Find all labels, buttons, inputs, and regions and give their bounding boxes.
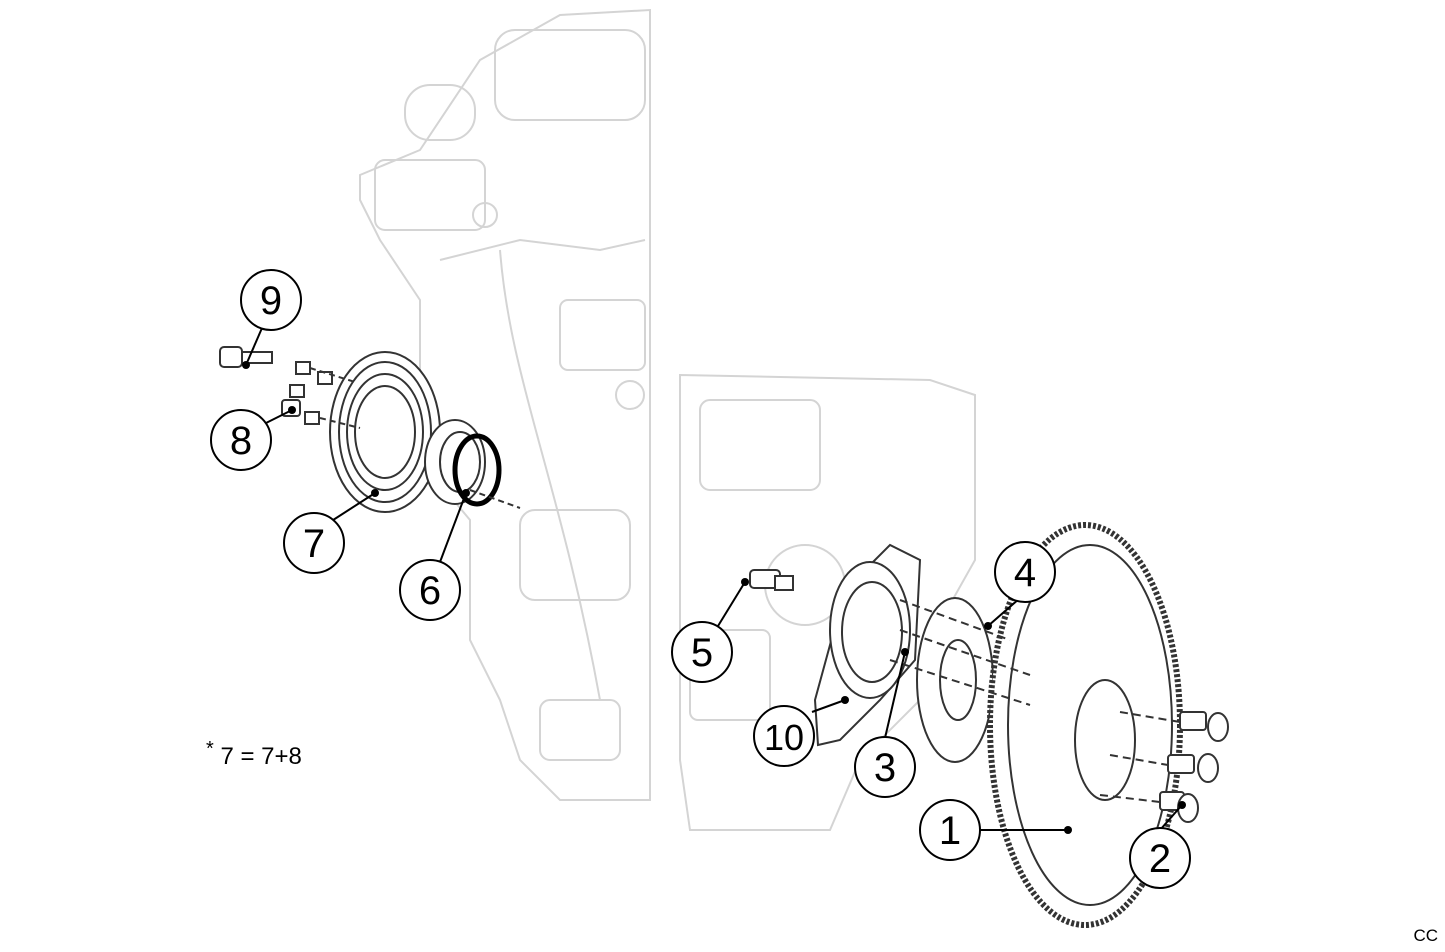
callout-label-10: 10 [764, 717, 804, 758]
front-seal [452, 433, 502, 507]
corner-code: CC [1413, 926, 1438, 945]
callout-9: 9 [240, 269, 302, 369]
note-text: 7 = 7+8 [220, 743, 302, 770]
callout-6: 6 [399, 489, 470, 621]
engine-rear-ghost [679, 373, 976, 831]
callout-label-8: 8 [230, 419, 252, 463]
callout-label-5: 5 [691, 631, 713, 675]
callout-label-2: 2 [1149, 837, 1171, 881]
callout-label-9: 9 [260, 279, 282, 323]
callout-2: 2 [1129, 801, 1191, 889]
callout-label-6: 6 [419, 569, 441, 613]
callout-label-1: 1 [939, 809, 961, 853]
callout-3: 3 [854, 648, 916, 798]
crankshaft-pulley-assembly [329, 351, 502, 513]
callout-10: 10 [753, 696, 849, 767]
callout-1: 1 [919, 799, 1072, 861]
note-asterisk: * [206, 738, 214, 760]
equivalence-note: * 7 = 7+8 [206, 738, 302, 771]
rear-assembly [749, 522, 1229, 928]
crank-sensor [749, 569, 794, 591]
engine-front-ghost [359, 8, 651, 801]
callout-label-4: 4 [1014, 551, 1036, 595]
callout-8: 8 [210, 406, 296, 471]
callout-7: 7 [283, 489, 379, 574]
callout-label-7: 7 [303, 522, 325, 566]
callouts: 1 2 3 4 5 6 7 8 9 10 [210, 269, 1191, 889]
callout-5: 5 [671, 578, 749, 683]
callout-label-3: 3 [874, 746, 896, 790]
flywheel-bolts [1159, 711, 1229, 823]
callout-4: 4 [984, 541, 1056, 630]
pulley-bolts [219, 346, 521, 509]
